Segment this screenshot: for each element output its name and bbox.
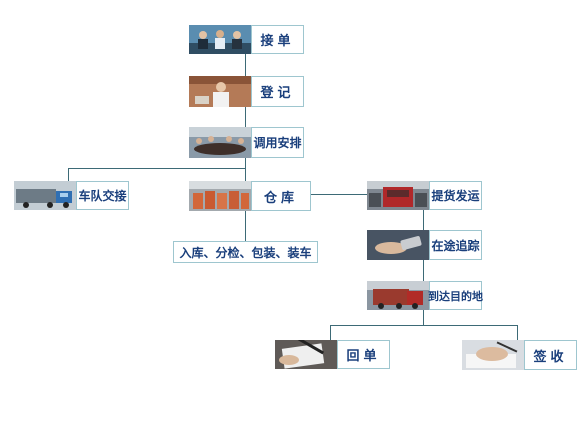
node-register-label: 登记 (251, 76, 304, 107)
node-receipt: 回单 (275, 340, 390, 369)
node-fleet-label: 车队交接 (76, 181, 129, 210)
connector-branch-receipt (330, 325, 331, 340)
signing-hand-icon (462, 340, 524, 370)
node-pickup: 提货发运 (367, 181, 482, 210)
node-receipt-label: 回单 (337, 340, 390, 369)
arriving-truck-icon (367, 281, 429, 310)
node-tracking-label: 在途追踪 (429, 230, 482, 260)
connector-branch-warehouse (245, 168, 246, 181)
connector-warehouse-steps (245, 211, 246, 241)
connector-warehouse-pickup (311, 194, 367, 195)
phone-operator-icon (189, 76, 251, 107)
warehouse-icon (189, 181, 251, 211)
connector-tracking-arrival (423, 260, 424, 281)
node-arrival: 到达目的地 (367, 281, 483, 310)
connector-branch-fleet (68, 168, 69, 181)
connector-register-dispatch (245, 107, 246, 127)
connector-dispatch-branch (245, 158, 246, 169)
truck-fleet-icon (14, 181, 76, 210)
node-warehouse: 仓库 (189, 181, 311, 211)
node-order: 接单 (189, 25, 304, 54)
truck-front-icon (367, 181, 429, 210)
handshake-meeting-icon (189, 25, 251, 54)
hand-device-icon (367, 230, 429, 260)
node-warehouse-label: 仓库 (251, 181, 311, 211)
document-pen-icon (275, 340, 337, 369)
node-pickup-label: 提货发运 (429, 181, 482, 210)
connector-arrival-branch (423, 310, 424, 326)
node-dispatch: 调用安排 (189, 127, 304, 158)
connector-order-register (245, 54, 246, 76)
node-fleet: 车队交接 (14, 181, 129, 210)
conference-room-icon (189, 127, 251, 158)
connector-branch-horizontal (68, 168, 246, 169)
node-order-label: 接单 (251, 25, 304, 54)
node-dispatch-label: 调用安排 (251, 127, 304, 158)
node-register: 登记 (189, 76, 304, 107)
connector-branch-signoff (517, 325, 518, 340)
node-arrival-label: 到达目的地 (428, 281, 483, 310)
warehouse-steps-label: 入库、分检、包装、装车 (173, 241, 318, 263)
connector-bottom-horizontal (330, 325, 518, 326)
node-signoff: 签收 (462, 340, 577, 370)
node-tracking: 在途追踪 (367, 230, 482, 260)
node-signoff-label: 签收 (524, 340, 577, 370)
connector-pickup-tracking (423, 210, 424, 230)
